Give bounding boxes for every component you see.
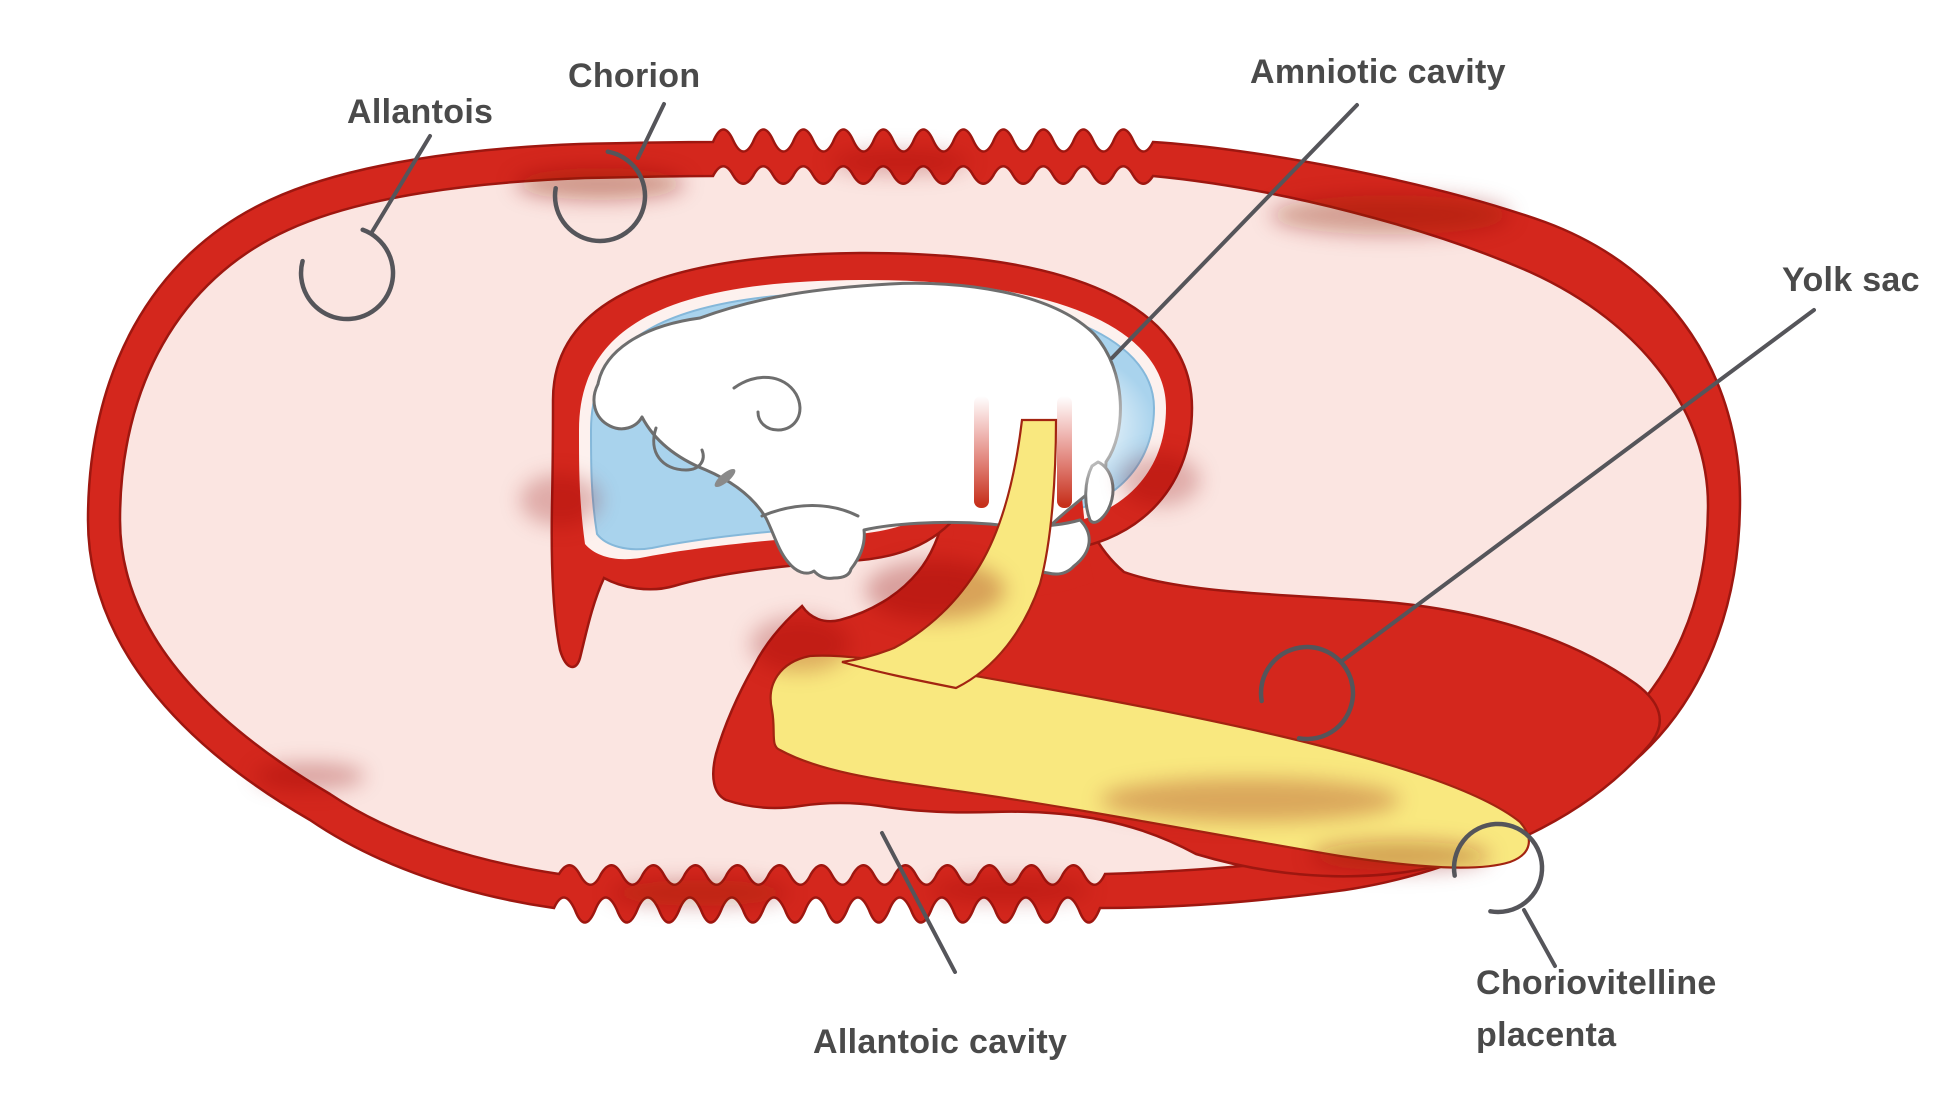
label-choriovitelline-line2: placenta (1476, 1016, 1617, 1054)
label-amniotic-cavity: Amniotic cavity (1250, 53, 1506, 91)
choriovitelline-marker (1451, 821, 1545, 915)
membrane-shading (255, 150, 1510, 906)
yolk-sac-marker (1258, 644, 1356, 742)
vitelline-vessel-right (1057, 396, 1072, 508)
choriovitelline-leader-line (1522, 908, 1557, 968)
label-choriovitelline-line1: Choriovitelline (1476, 964, 1717, 1002)
label-choriovitelline-placenta: Choriovitelline placenta (1476, 957, 1717, 1061)
label-allantoic-cavity: Allantoic cavity (813, 1023, 1068, 1061)
yolk-stalk (841, 418, 1058, 690)
vitelline-vessel-left (974, 396, 989, 508)
embryo-nostril (714, 468, 736, 488)
embryo-eye (652, 426, 705, 472)
yolk-sac-leader-line (1340, 308, 1816, 663)
chorion-leader-line (636, 102, 666, 160)
label-chorion: Chorion (568, 57, 701, 95)
allantoic-cavity-leader-line (880, 831, 957, 974)
allantois-leader-line (370, 134, 432, 234)
embryo-ear-icon (732, 375, 802, 432)
annotations (298, 102, 1816, 974)
label-allantois: Allantois (347, 93, 494, 131)
umbilical-glow (885, 340, 1155, 510)
allantois-marker (298, 227, 396, 322)
embryo-foreleg-line (760, 504, 860, 518)
chorion-marker (552, 149, 648, 244)
label-yolk-sac: Yolk sac (1782, 261, 1920, 299)
amniotic-cavity-leader-line (1110, 103, 1359, 360)
